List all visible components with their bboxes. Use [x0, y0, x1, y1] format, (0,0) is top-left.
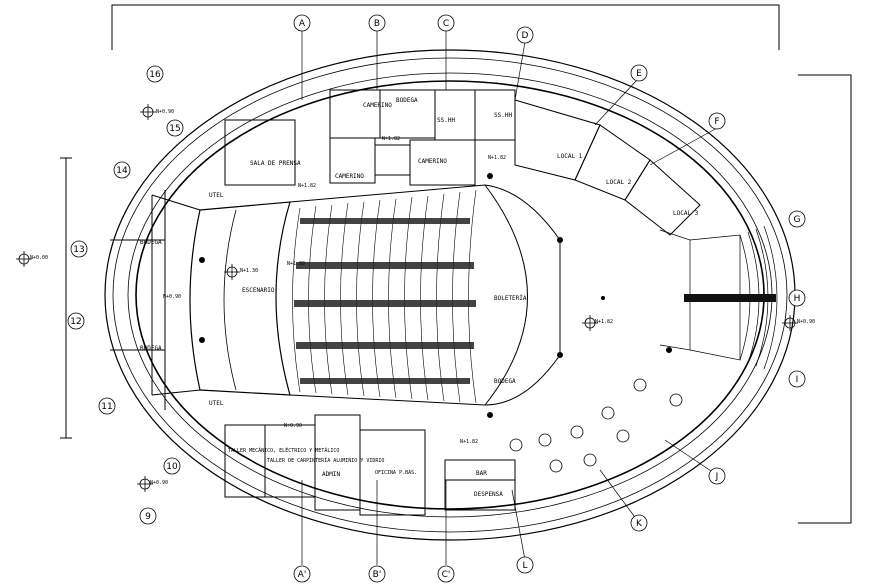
- label-camerino-2: CAMERINO: [335, 173, 364, 180]
- label-camerino-1: CAMERINO: [363, 102, 392, 109]
- level-bottom-left: N+0.90: [150, 480, 168, 486]
- axis-14: 14: [116, 166, 128, 176]
- axis-labels-top: A B C D E F G: [299, 19, 801, 225]
- label-sala-prensa: SALA DE PRENSA: [250, 160, 301, 167]
- axis-b-prime: B': [373, 570, 382, 580]
- axis-9: 9: [145, 512, 151, 522]
- level-bottom-2: N+1.82: [460, 439, 478, 445]
- seat-blocks: [294, 218, 476, 384]
- level-audience: N+1.80: [287, 261, 305, 267]
- axis-12: 12: [70, 317, 81, 327]
- axis-h: H: [794, 294, 801, 304]
- label-admin: ADMIN: [322, 471, 340, 478]
- label-local-1: LOCAL 1: [557, 153, 583, 160]
- dimension-lines: [60, 4, 852, 524]
- axis-e: E: [636, 69, 642, 79]
- axis-g: G: [794, 215, 801, 225]
- level-left: N+0.00: [30, 255, 48, 261]
- level-n2: N+1.82: [488, 155, 506, 161]
- axis-f: F: [714, 117, 719, 127]
- right-rooms: [514, 99, 701, 236]
- columns: [199, 173, 672, 418]
- label-taller-2: TALLER DE CARPINTERÍA ALUMINIO Y VIDRIO: [267, 456, 384, 464]
- bottom-rooms: [224, 414, 516, 516]
- top-rooms: [224, 89, 516, 186]
- axis-labels-right: H I J K: [636, 294, 800, 529]
- stage: [151, 194, 291, 396]
- level-n3: N+1.82: [382, 136, 400, 142]
- axis-b: B: [374, 19, 380, 29]
- label-utel-bottom: UTEL: [209, 400, 224, 407]
- label-taller-1: TALLER MECÁNICO, ELÉCTRICO Y METÁLICO: [228, 446, 339, 454]
- axis-10: 10: [166, 462, 178, 472]
- axis-lines: [301, 30, 718, 565]
- axis-a-prime: A': [298, 570, 307, 580]
- cafe-tables: [509, 378, 683, 473]
- axis-15: 15: [169, 124, 180, 134]
- axis-j: J: [715, 472, 719, 482]
- axis-c: C: [443, 19, 449, 29]
- label-bodega-right: BODEGA: [494, 378, 516, 385]
- label-bar: BAR: [476, 470, 487, 477]
- left-wing: [110, 190, 166, 410]
- label-bodega-left: BODEGA: [140, 239, 162, 246]
- label-camerino-3: CAMERINO: [418, 158, 447, 165]
- room-labels: SALA DE PRENSA UTEL UTEL BODEGA BODEGA E…: [140, 97, 699, 498]
- level-left-2: N+0.90: [163, 294, 181, 300]
- axis-13: 13: [73, 245, 84, 255]
- label-local-2: LOCAL 2: [606, 179, 632, 186]
- level-stage: N+1.30: [240, 268, 258, 274]
- label-ss-hh-1: SS.HH: [437, 117, 455, 124]
- axis-labels-left: 9 10 11 12 13 14 15 16: [70, 70, 180, 522]
- level-n1: N+1.82: [298, 183, 316, 189]
- level-markers: [16, 104, 798, 492]
- label-bodega-top: BODEGA: [396, 97, 418, 104]
- axis-labels-bottom: L C' B' A': [298, 561, 528, 580]
- axis-d: D: [522, 31, 529, 41]
- axis-bubbles-top: [293, 14, 806, 228]
- level-right: N+0.90: [797, 319, 815, 325]
- axis-i: I: [796, 375, 799, 385]
- axis-bubbles-bottom: [293, 556, 534, 583]
- label-escenario: ESCENARIO: [242, 287, 275, 294]
- label-utel-top: UTEL: [209, 192, 224, 199]
- level-lobby: N+1.82: [595, 319, 613, 325]
- axis-a: A: [299, 19, 306, 29]
- entrance-planters: [684, 294, 776, 302]
- axis-bubbles-left: [67, 65, 184, 525]
- label-despensa: DESPENSA: [474, 491, 503, 498]
- label-oficina: OFICINA P.BÁS.: [375, 469, 417, 476]
- axis-16: 16: [149, 70, 161, 80]
- axis-l: L: [522, 561, 527, 571]
- axis-k: K: [636, 519, 643, 529]
- axis-11: 11: [101, 402, 112, 412]
- axis-c-prime: C': [442, 570, 451, 580]
- label-local-3: LOCAL 3: [673, 210, 699, 217]
- axis-bubbles-right: [630, 289, 806, 532]
- label-ss-hh-2: SS.HH: [494, 112, 512, 119]
- level-labels: N+0.00 N+0.90 N+0.90 N+1.30 N+1.80 N+1.8…: [30, 109, 815, 486]
- label-boleteria: BOLETERÍA: [494, 294, 527, 302]
- level-top-left: N+0.90: [156, 109, 174, 115]
- label-bodega-left-2: BODEGA: [140, 345, 162, 352]
- audience-hall: [289, 184, 561, 406]
- level-bottom: N+0.90: [284, 423, 302, 429]
